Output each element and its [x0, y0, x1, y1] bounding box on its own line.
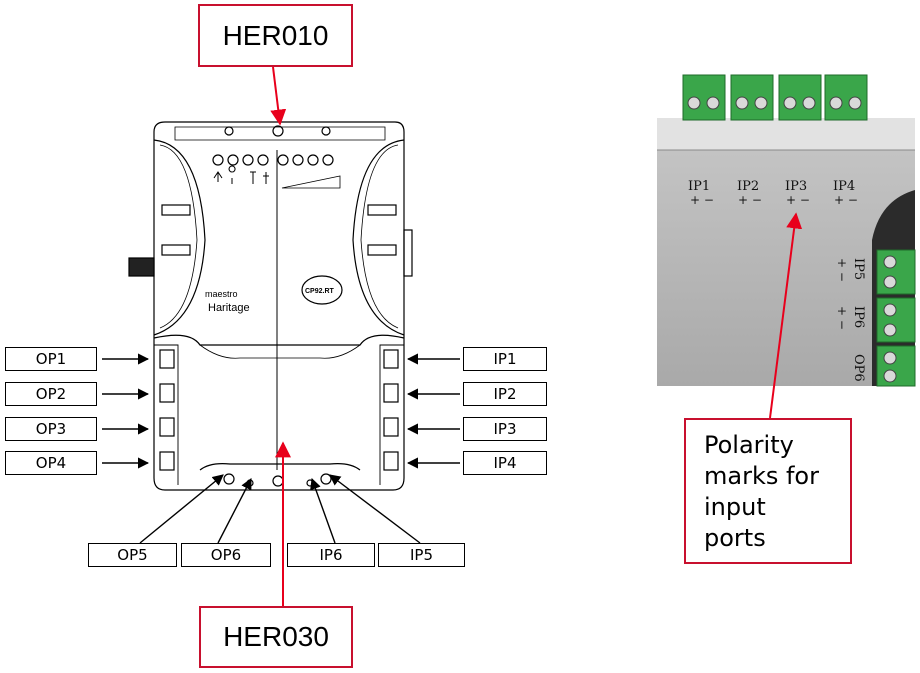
photo-label-ip1: IP1	[688, 179, 710, 194]
photo-side-sign-ip5: + −	[835, 258, 849, 282]
callout-line-3: input	[704, 492, 850, 523]
port-ip1: IP1	[463, 347, 547, 371]
brand-line1: maestro	[205, 289, 238, 299]
port-ip2: IP2	[463, 382, 547, 406]
photo-sign-ip2: + −	[738, 193, 762, 207]
port-op6: OP6	[181, 543, 271, 567]
photo-label-op6: OP6	[851, 354, 866, 382]
right-port-arrows	[408, 359, 460, 463]
photo-label-ip3: IP3	[785, 179, 807, 194]
left-port-arrows	[102, 359, 148, 463]
port-ip3: IP3	[463, 417, 547, 441]
port-op2: OP2	[5, 382, 97, 406]
her010-arrow	[273, 67, 280, 124]
photo-label-ip6: IP6	[851, 306, 866, 328]
photo-label-ip2: IP2	[737, 179, 759, 194]
photo-label-ip5: IP5	[851, 258, 866, 280]
port-ip5: IP5	[378, 543, 465, 567]
port-op5: OP5	[88, 543, 177, 567]
photo-sign-ip1: + −	[690, 193, 714, 207]
port-op3: OP3	[5, 417, 97, 441]
port-op4: OP4	[5, 451, 97, 475]
polarity-callout: Polarity marks for input ports	[684, 418, 852, 564]
brand-line2: Haritage	[208, 302, 250, 314]
device-illustration	[129, 122, 412, 490]
badge-text: CP92.RT	[305, 288, 335, 295]
callout-line-1: Polarity	[704, 430, 850, 461]
photo-side-sign-ip6: + −	[835, 306, 849, 330]
photo-sign-ip4: + −	[834, 193, 858, 207]
terminal-photo	[657, 45, 915, 386]
port-ip4: IP4	[463, 451, 547, 475]
callout-line-4: ports	[704, 523, 850, 554]
photo-sign-ip3: + −	[786, 193, 810, 207]
her030-label: HER030	[199, 606, 353, 668]
her010-label: HER010	[198, 4, 353, 67]
photo-label-ip4: IP4	[833, 179, 855, 194]
port-ip6: IP6	[287, 543, 375, 567]
port-op1: OP1	[5, 347, 97, 371]
callout-line-2: marks for	[704, 461, 850, 492]
